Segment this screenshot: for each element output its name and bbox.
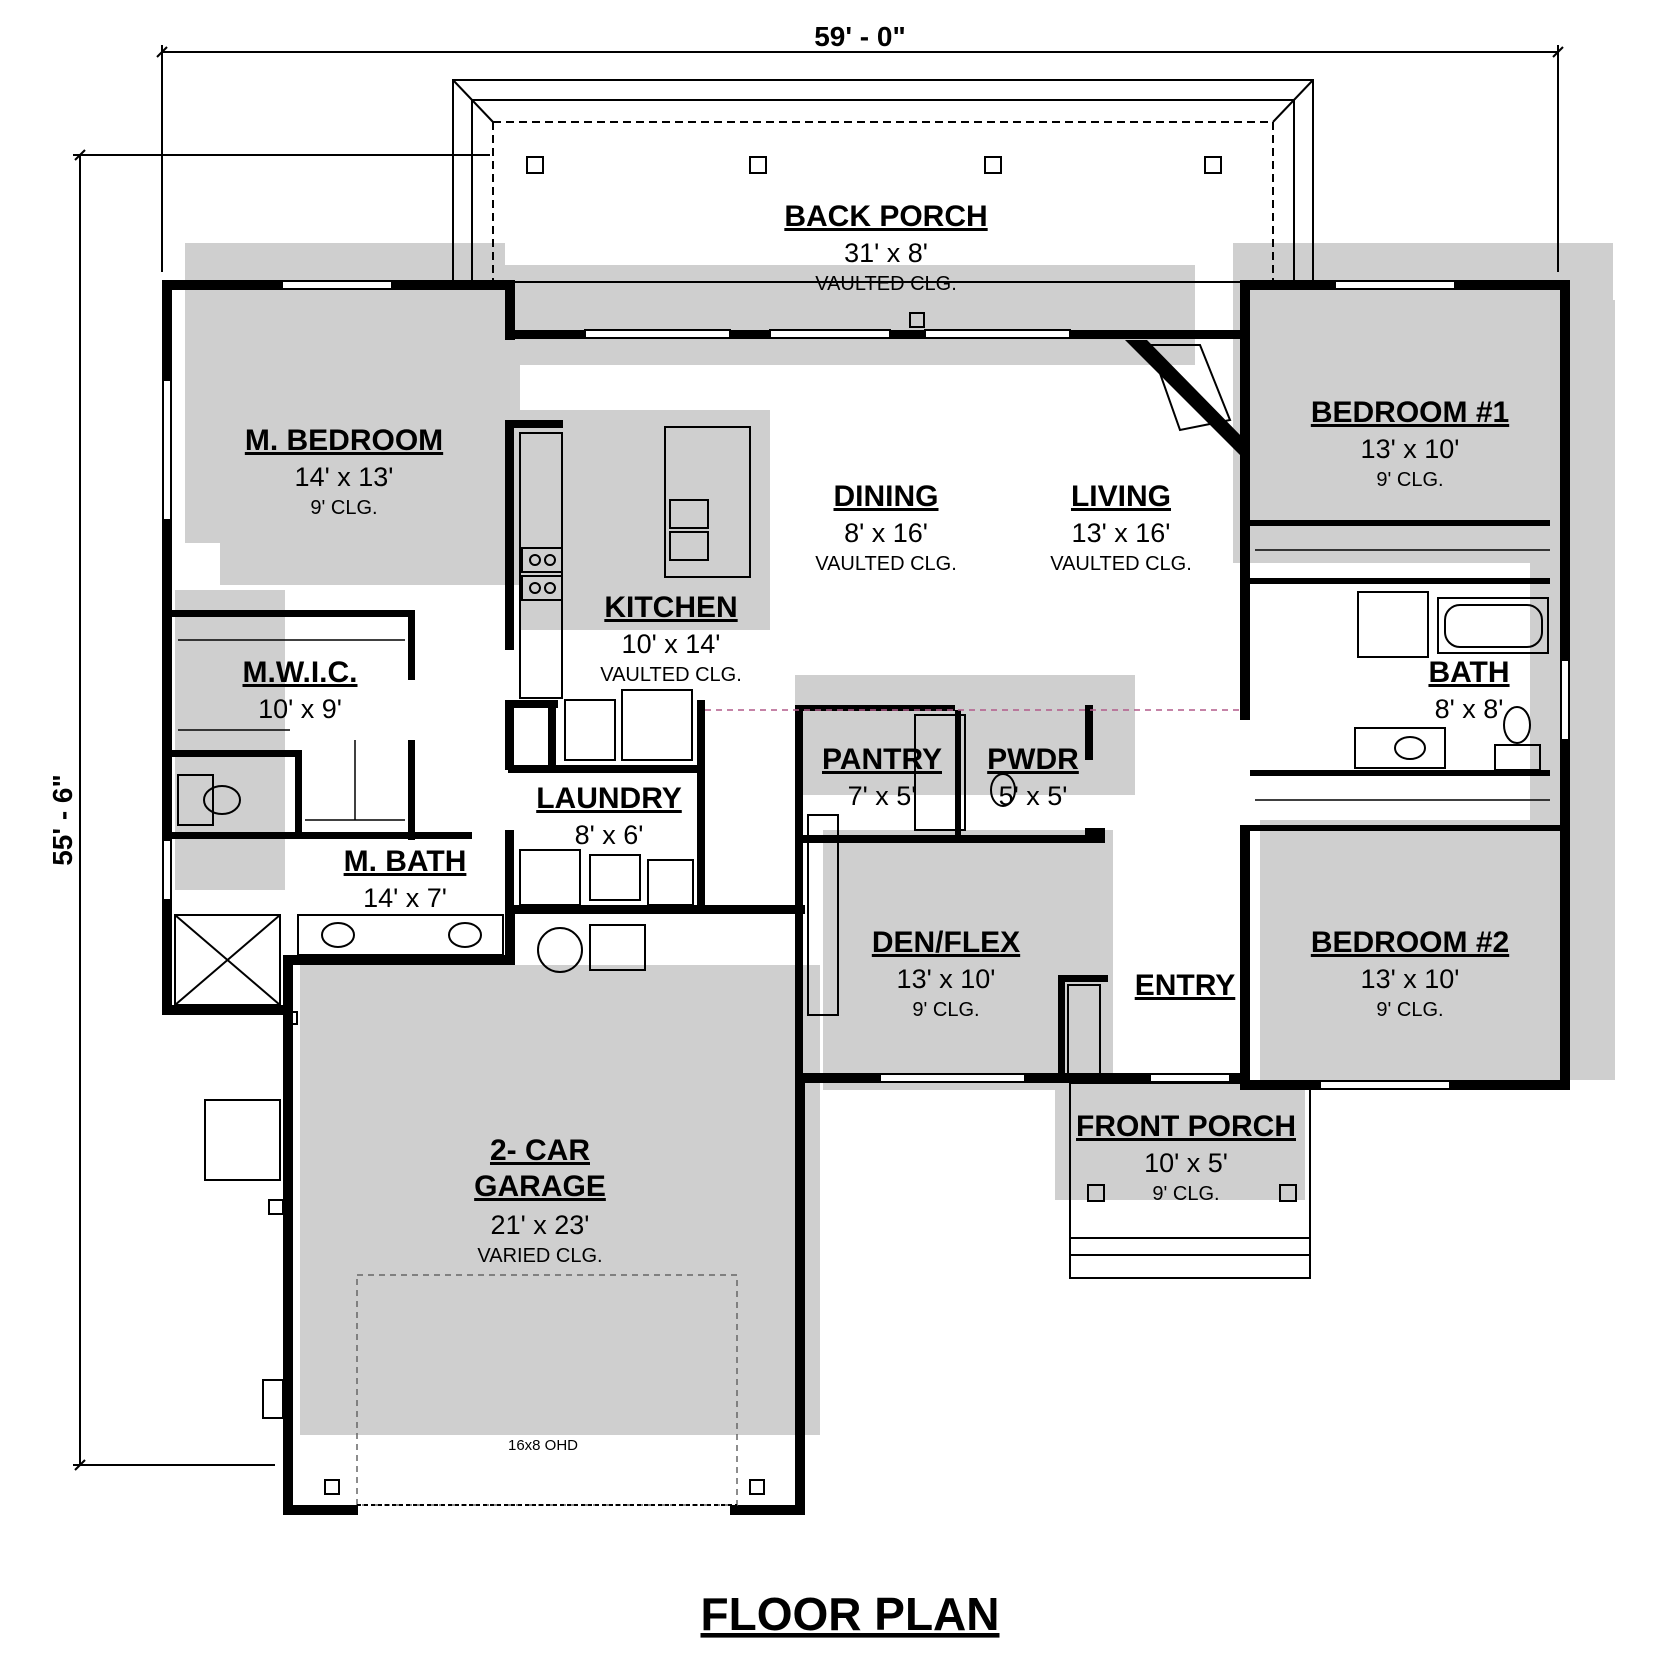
- laundry-name: LAUNDRY: [536, 782, 682, 815]
- bedroom-1-size: 13' x 10': [1361, 434, 1460, 464]
- m-bedroom-size: 14' x 13': [295, 462, 394, 492]
- garage-size: 21' x 23': [491, 1210, 590, 1240]
- garage-name-line-2: GARAGE: [474, 1170, 606, 1203]
- closet-shelving: [178, 549, 1550, 821]
- room-garage: 2- CAR GARAGE 21' x 23' VARIED CLG. 16x8…: [474, 1134, 606, 1454]
- room-den-flex: DEN/FLEX 13' x 10' 9' CLG.: [872, 926, 1020, 1021]
- bedroom-2-size: 13' x 10': [1361, 964, 1460, 994]
- m-bedroom-ceiling: 9' CLG.: [310, 497, 377, 519]
- kitchen-ceiling: VAULTED CLG.: [600, 664, 742, 686]
- front-porch-size: 10' x 5': [1144, 1148, 1228, 1178]
- room-kitchen: KITCHEN 10' x 14' VAULTED CLG.: [600, 591, 742, 686]
- pantry-size: 7' x 5': [848, 781, 917, 811]
- back-porch-roof: [452, 79, 1314, 283]
- den-flex-name: DEN/FLEX: [872, 926, 1020, 959]
- room-m-bedroom: M. BEDROOM 14' x 13' 9' CLG.: [245, 424, 443, 519]
- den-flex-size: 13' x 10': [897, 964, 996, 994]
- bath-name: BATH: [1428, 656, 1509, 689]
- plan-title: FLOOR PLAN: [701, 1588, 1000, 1640]
- overall-depth-dimension: 55' - 6": [47, 774, 78, 866]
- mwic-name: M.W.I.C.: [243, 656, 358, 689]
- room-pwdr: PWDR 5' x 5': [987, 743, 1079, 811]
- bedroom-2-name: BEDROOM #2: [1311, 926, 1509, 959]
- room-bedroom-2: BEDROOM #2 13' x 10' 9' CLG.: [1311, 926, 1509, 1021]
- bath-size: 8' x 8': [1435, 694, 1504, 724]
- back-porch-ceiling: VAULTED CLG.: [815, 273, 957, 295]
- room-living: LIVING 13' x 16' VAULTED CLG.: [1050, 480, 1192, 575]
- living-size: 13' x 16': [1072, 518, 1171, 548]
- bedroom-2-ceiling: 9' CLG.: [1376, 999, 1443, 1021]
- room-mwic: M.W.I.C. 10' x 9': [243, 656, 358, 724]
- room-entry: ENTRY: [1135, 969, 1236, 1002]
- entry-name: ENTRY: [1135, 969, 1236, 1002]
- den-flex-ceiling: 9' CLG.: [912, 999, 979, 1021]
- back-porch-name: BACK PORCH: [784, 200, 987, 233]
- front-porch-name: FRONT PORCH: [1076, 1110, 1296, 1143]
- living-name: LIVING: [1071, 480, 1171, 513]
- dimension-lines: [73, 45, 1564, 1471]
- m-bedroom-name: M. BEDROOM: [245, 424, 443, 457]
- dining-name: DINING: [834, 480, 939, 513]
- living-ceiling: VAULTED CLG.: [1050, 553, 1192, 575]
- room-front-porch: FRONT PORCH 10' x 5' 9' CLG.: [1076, 1110, 1296, 1205]
- bedroom-1-name: BEDROOM #1: [1311, 396, 1509, 429]
- garage-door-label: 16x8 OHD: [508, 1437, 578, 1454]
- back-porch-size: 31' x 8': [844, 238, 928, 268]
- laundry-size: 8' x 6': [575, 820, 644, 850]
- kitchen-size: 10' x 14': [622, 629, 721, 659]
- m-bath-size: 14' x 7': [363, 883, 447, 913]
- fixtures: [174, 312, 1549, 1506]
- overall-width-dimension: 59' - 0": [814, 21, 906, 52]
- mwic-size: 10' x 9': [258, 694, 342, 724]
- kitchen-name: KITCHEN: [604, 591, 737, 624]
- room-back-porch: BACK PORCH 31' x 8' VAULTED CLG.: [784, 200, 987, 295]
- garage-name-line-1: 2- CAR: [490, 1134, 590, 1167]
- room-bath: BATH 8' x 8': [1428, 656, 1509, 724]
- dining-size: 8' x 16': [844, 518, 928, 548]
- room-laundry: LAUNDRY 8' x 6': [536, 782, 682, 850]
- room-pantry: PANTRY 7' x 5': [822, 743, 942, 811]
- pantry-name: PANTRY: [822, 743, 942, 776]
- room-m-bath: M. BATH 14' x 7': [344, 845, 467, 913]
- front-porch-ceiling: 9' CLG.: [1152, 1183, 1219, 1205]
- garage-ceiling: VARIED CLG.: [477, 1245, 602, 1267]
- bedroom-1-ceiling: 9' CLG.: [1376, 469, 1443, 491]
- room-dining: DINING 8' x 16' VAULTED CLG.: [815, 480, 957, 575]
- m-bath-name: M. BATH: [344, 845, 467, 878]
- windows: [162, 280, 1570, 1090]
- pwdr-size: 5' x 5': [999, 781, 1068, 811]
- pwdr-name: PWDR: [987, 743, 1079, 776]
- interior-walls: [172, 420, 1560, 1080]
- dining-ceiling: VAULTED CLG.: [815, 553, 957, 575]
- room-bedroom-1: BEDROOM #1 13' x 10' 9' CLG.: [1311, 396, 1509, 491]
